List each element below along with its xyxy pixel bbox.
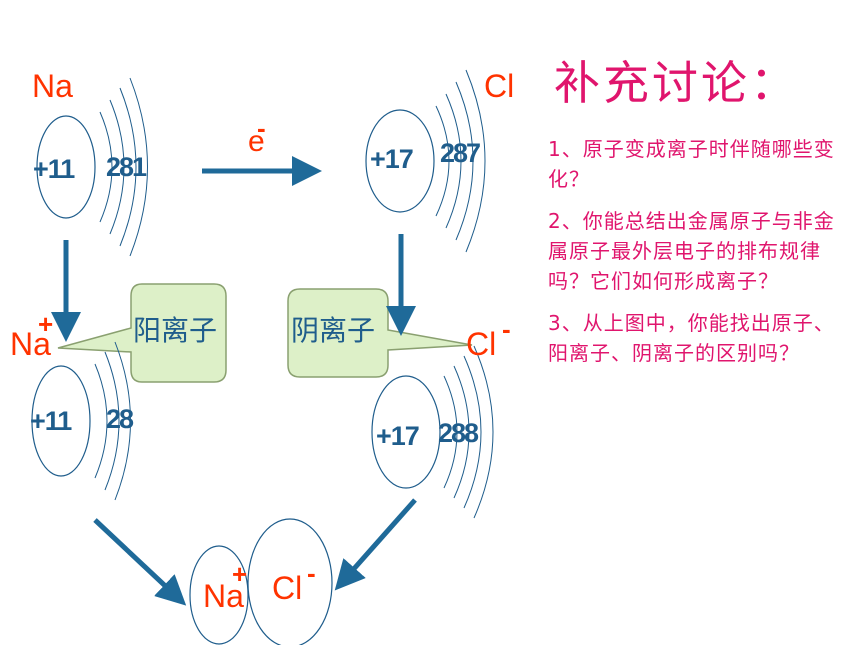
cl-ion-shells	[443, 345, 494, 519]
discussion-panel: 补充讨论： 1、原子变成离子时伴随哪些变化？ 2、你能总结出金属原子与非金属原子…	[548, 60, 848, 380]
cl-atom-shell-electrons: 287	[440, 138, 481, 168]
cl-atom-shells	[435, 69, 486, 253]
question-2: 2、你能总结出金属原子与非金属原子最外层电子的排布规律吗？它们如何形成离子？	[548, 209, 835, 293]
electron-symbol: e	[248, 125, 265, 158]
cation-callout-label: 阳离子	[133, 314, 218, 347]
cl-ion-charge: -	[502, 314, 511, 344]
question-1: 1、原子变成离子时伴随哪些变化？	[548, 137, 835, 191]
cl-atom-nucleus	[365, 109, 435, 213]
product-cation-symbol: Na	[203, 578, 244, 614]
cl-atom-symbol: Cl	[484, 68, 515, 104]
product-na-nucleus	[189, 545, 249, 645]
cl-ion-nucleus-charge: +17	[376, 421, 420, 451]
na-ion-to-product-arrow	[93, 518, 187, 606]
cl-ion-nucleus	[371, 375, 441, 489]
cl-ion-shell-electrons: 288	[438, 418, 479, 448]
na-ion-shells	[94, 341, 131, 501]
anion-callout-shape	[287, 288, 473, 378]
product-cation-charge: +	[232, 559, 248, 589]
na-ion-shell-electrons: 28	[106, 404, 134, 434]
na-atom-nucleus-charge: +11	[33, 154, 75, 184]
na-atom-symbol: Na	[32, 68, 73, 104]
na-ion-symbol: Na	[10, 326, 51, 362]
cl-atom-nucleus-charge: +17	[370, 144, 414, 174]
product-anion-charge: -	[307, 558, 316, 588]
na-ion-nucleus	[31, 365, 91, 477]
product-cl-nucleus	[247, 518, 333, 645]
anion-callout-label: 阴离子	[291, 314, 376, 347]
na-atom-shells	[99, 77, 148, 257]
na-ion-charge: +	[38, 309, 54, 339]
na-atom-nucleus	[36, 115, 96, 219]
cl-ion-to-product-arrow	[334, 498, 417, 591]
question-3: 3、从上图中，你能找出原子、阳离子、阴离子的区别吗？	[548, 311, 835, 365]
electron-sign: -	[257, 113, 266, 143]
na-atom-shell-electrons: 281	[106, 152, 147, 182]
product-anion-symbol: Cl	[272, 570, 303, 606]
cl-ion-symbol: Cl	[466, 326, 497, 362]
discussion-title: 补充讨论：	[554, 56, 799, 110]
cation-callout-shape	[57, 283, 227, 383]
na-ion-nucleus-charge: +11	[30, 406, 72, 436]
